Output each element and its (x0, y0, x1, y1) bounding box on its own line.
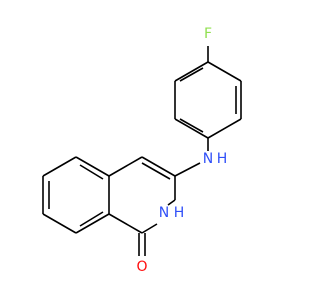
bond (207, 61, 242, 82)
bond (141, 156, 176, 177)
ring-nitrogen-label: N (159, 205, 169, 221)
double-bond-inner (179, 118, 204, 133)
bond (174, 118, 209, 139)
double-bond-inner (179, 67, 204, 82)
bond (42, 156, 77, 177)
pyridinone-ring (108, 156, 176, 256)
ring-hydrogen-label: H (174, 205, 185, 221)
double-bond-inner (79, 164, 104, 180)
bond (42, 213, 77, 234)
bond (75, 156, 110, 177)
oxygen-atom-label: O (136, 259, 147, 275)
bond (108, 213, 143, 234)
amine-nh-label: N H (203, 151, 228, 167)
benzo-ring (42, 156, 110, 234)
amine-hydrogen-label: H (217, 151, 228, 167)
bond (167, 199, 176, 206)
bond (174, 61, 209, 82)
amine-linker (174, 138, 209, 177)
molecule-structure-diagram: F N H N H O (42, 26, 242, 275)
fluorine-atom-label: F (204, 26, 212, 42)
double-bond-inner (141, 162, 171, 180)
bond-n-c (174, 162, 201, 177)
amine-nitrogen-label: N (203, 151, 213, 167)
ring-nh-label: N H (159, 205, 185, 221)
bond (141, 223, 158, 234)
bond (207, 118, 242, 139)
bond (75, 213, 110, 234)
fluorophenyl-ring (174, 46, 242, 139)
bond (108, 156, 143, 177)
double-bond-inner (79, 211, 104, 227)
